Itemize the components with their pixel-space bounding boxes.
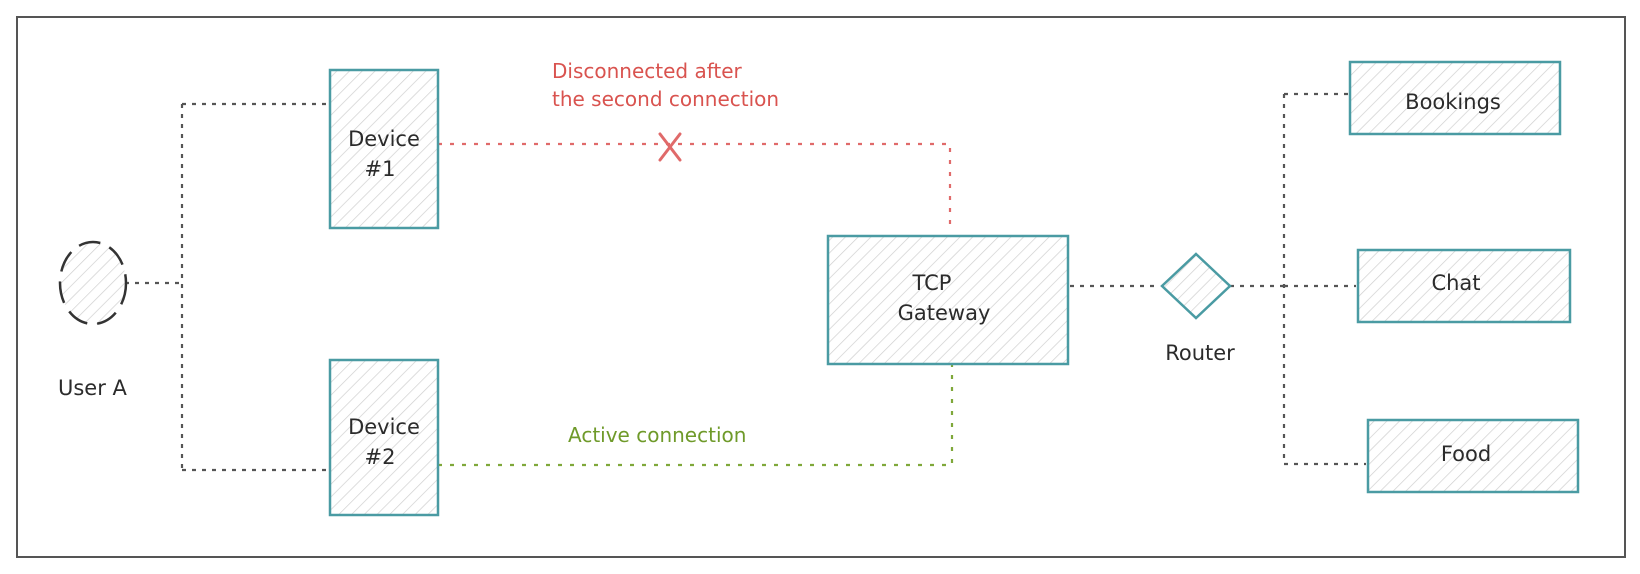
disconnected-note-line2: the second connection bbox=[552, 87, 779, 111]
food-label: Food bbox=[1441, 442, 1491, 466]
bookings-label: Bookings bbox=[1405, 90, 1501, 114]
service-connectors bbox=[1070, 92, 1366, 466]
active-connection-note: Active connection bbox=[568, 423, 746, 447]
disconnect-x-icon bbox=[658, 132, 682, 162]
router-label: Router bbox=[1165, 341, 1235, 365]
diagram-frame bbox=[16, 16, 1626, 558]
tcp-gateway-node bbox=[826, 234, 1070, 366]
food-node bbox=[1366, 418, 1580, 494]
user-a-label: User A bbox=[58, 376, 128, 400]
active-connection-line bbox=[438, 360, 954, 467]
user-a-node bbox=[58, 240, 128, 326]
chat-node bbox=[1356, 248, 1572, 324]
device-2-label-line2: #2 bbox=[365, 445, 396, 469]
device-2-label-line1: Device bbox=[348, 415, 420, 439]
device-2-node bbox=[328, 358, 440, 517]
disconnected-note-line1: Disconnected after bbox=[552, 59, 743, 83]
chat-label: Chat bbox=[1431, 271, 1480, 295]
device-1-label-line1: Device bbox=[348, 127, 420, 151]
bookings-node bbox=[1348, 60, 1562, 136]
router-node bbox=[1160, 252, 1232, 320]
tcp-gateway-label-line1: TCP bbox=[912, 271, 952, 295]
device-1-node bbox=[328, 68, 440, 230]
tcp-gateway-label-line2: Gateway bbox=[898, 301, 991, 325]
disconnected-connection-line bbox=[438, 142, 952, 228]
device-1-label-line2: #1 bbox=[365, 157, 396, 181]
user-device-connectors bbox=[125, 102, 328, 472]
